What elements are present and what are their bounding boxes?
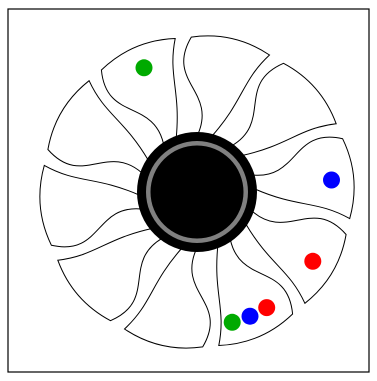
piece-green[interactable]	[136, 59, 153, 76]
piece-red[interactable]	[304, 253, 321, 270]
hub-inner-disc[interactable]	[151, 146, 244, 239]
piece-blue[interactable]	[323, 172, 340, 189]
center-hub	[137, 132, 257, 252]
piece-blue[interactable]	[242, 308, 259, 325]
piece-green[interactable]	[224, 314, 241, 331]
piece-red[interactable]	[258, 299, 275, 316]
